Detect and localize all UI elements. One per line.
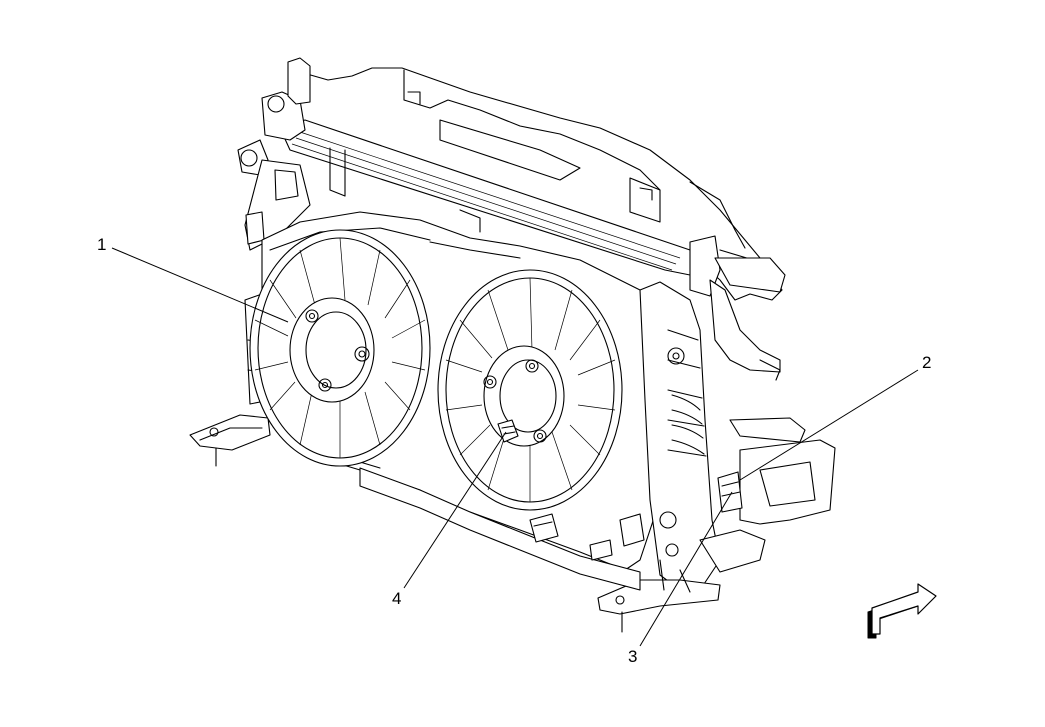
right-cooling-fan — [437, 269, 623, 511]
lower-crossmember — [359, 467, 645, 591]
callout-2: 2 — [922, 353, 931, 372]
callout-3: 3 — [628, 647, 637, 666]
callout-1: 1 — [97, 235, 106, 254]
leader-line-3 — [639, 491, 733, 647]
right-side-support — [597, 235, 836, 633]
forward-direction-arrow-icon — [867, 583, 937, 639]
left-cooling-fan — [249, 229, 431, 467]
callout-4: 4 — [392, 589, 401, 608]
leader-line-2 — [739, 369, 919, 481]
leader-line-4 — [403, 431, 507, 589]
callout-leaders — [111, 247, 919, 647]
upper-crossmember — [279, 119, 701, 276]
leader-line-1 — [111, 247, 289, 323]
